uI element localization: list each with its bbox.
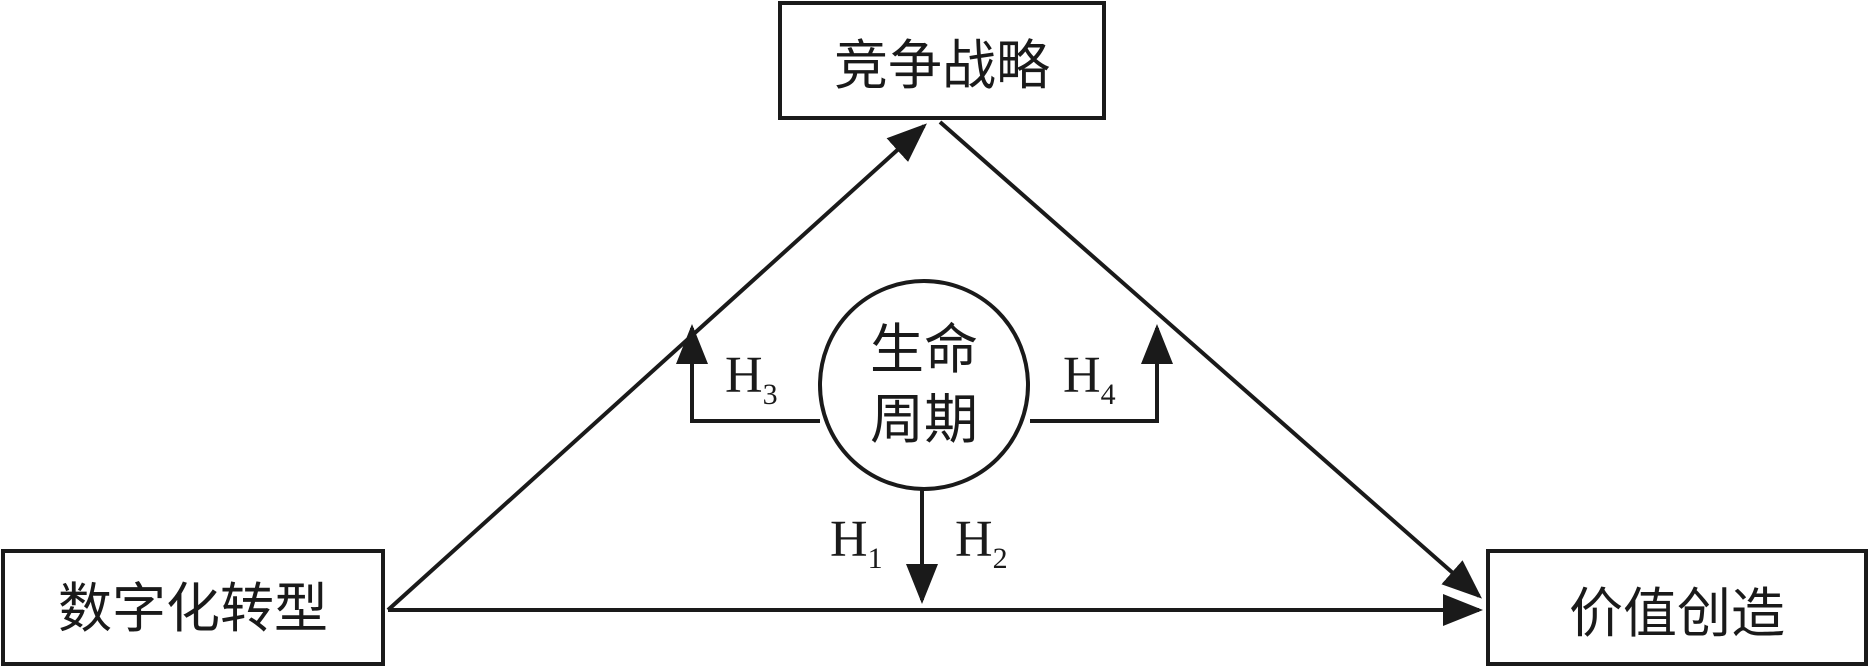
node-value-creation: 价值创造: [1486, 549, 1868, 666]
hypothesis-label-h1: H1: [830, 511, 883, 575]
node-competitive-strategy: 竞争战略: [778, 1, 1106, 120]
node-life-cycle-label-line1: 生命: [870, 318, 978, 381]
node-digital-transformation-label: 数字化转型: [58, 577, 328, 640]
hypothesis-label-h2: H2: [955, 511, 1008, 575]
edge-digital-to-strategy: [386, 123, 927, 612]
moderator-arrow-h4: [1030, 324, 1173, 423]
node-life-cycle: 生命 周期: [818, 279, 1030, 491]
node-competitive-strategy-label: 竞争战略: [834, 34, 1050, 97]
hypothesis-label-h4: H4: [1063, 347, 1116, 411]
hypothesis-label-h3: H3: [725, 347, 778, 411]
node-digital-transformation: 数字化转型: [1, 549, 385, 666]
node-value-creation-label: 价值创造: [1569, 582, 1785, 645]
moderator-arrow-h3: [676, 324, 820, 423]
node-life-cycle-label-line2: 周期: [870, 388, 978, 451]
edge-strategy-to-value: [938, 120, 1483, 599]
